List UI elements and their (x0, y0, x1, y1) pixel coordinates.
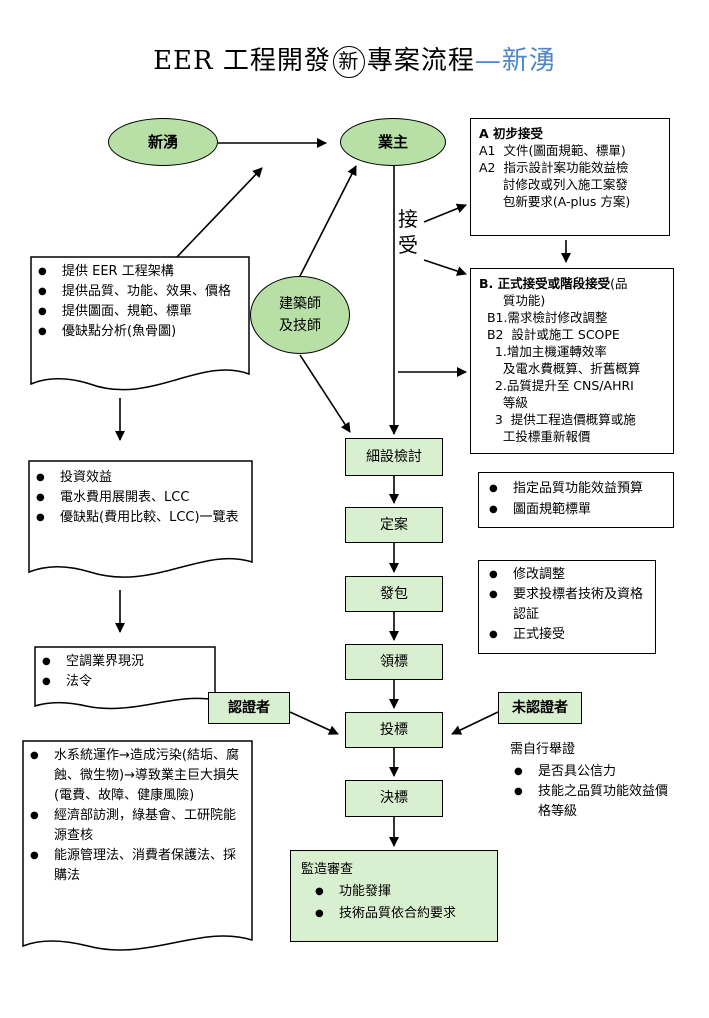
doc4-item: 能源管理法、消費者保護法、採購法 (26, 846, 248, 886)
box-budget: 指定品質功能效益預算 圖面規範標單 (478, 472, 674, 528)
box-b-line: 及電水費概算、折舊概算 (479, 361, 641, 376)
uncertified-note-heading: 需自行舉證 (510, 742, 576, 757)
doc1-item: 提供品質、功能、效果、價格 (34, 282, 246, 302)
doc2-item: 投資效益 (32, 468, 248, 488)
modify-item: 修改調整 (485, 565, 649, 585)
arrow-uncertified-bid (451, 711, 499, 735)
uncertified-note-item: 技能之品質功能效益價格等級 (510, 782, 680, 822)
supervision-item: 技術品質依合約要求 (311, 903, 487, 925)
box-a-title: A 初步接受 (479, 126, 544, 141)
box-b-line: 質功能) (479, 293, 546, 308)
node-architect: 建築師 及技師 (250, 276, 350, 354)
doc4-list: 水系統運作→造成污染(結垢、腐蝕、微生物)→導致業主巨大損失(電費、故障、健康風… (26, 746, 248, 886)
node-tender-collect: 領標 (345, 644, 443, 680)
box-a-line: 討修改或列入施工案發 (479, 177, 628, 192)
box-b-line: 工投標重新報價 (479, 429, 591, 444)
box-b-line: 2.品質提升至 CNS/AHRI (479, 378, 634, 393)
title-accent: 新湧 (501, 46, 556, 76)
box-b-line: B1.需求檢討修改調整 (479, 310, 608, 325)
budget-item: 指定品質功能效益預算 (485, 478, 667, 499)
accept-label: 接 受 (398, 207, 418, 257)
doc1-item: 優缺點分析(魚骨圖) (34, 322, 246, 342)
doc2-item: 電水費用展開表、LCC (32, 488, 248, 508)
doc1-list: 提供 EER 工程架構 提供品質、功能、效果、價格 提供圖面、規範、標單 優缺點… (34, 262, 246, 342)
box-formal-acceptance: B. 正式接受或階段接受(品 質功能) B1.需求檢討修改調整 B2 設計或施工… (470, 268, 674, 454)
box-a-line: 包新要求(A-plus 方案) (479, 194, 631, 209)
box-b-title: B. 正式接受或階段接受 (479, 276, 611, 291)
doc3-list: 空調業界現況 法令 (38, 652, 208, 692)
modify-item: 正式接受 (485, 625, 649, 645)
title-circled-char: 新 (332, 46, 365, 78)
modify-item: 要求投標者技術及資格認証 (485, 585, 649, 625)
budget-item: 圖面規範標單 (485, 499, 667, 520)
supervision-item: 功能發揮 (311, 881, 487, 903)
node-contract: 發包 (345, 576, 443, 612)
node-detailed-review: 細設檢討 (345, 438, 443, 476)
box-a-line: A2 指示設計案功能效益檢 (479, 160, 629, 175)
node-owner: 業主 (340, 118, 446, 166)
arrow-accept-b (423, 259, 467, 276)
uncertified-note-item: 是否具公信力 (510, 762, 680, 782)
uncertified-note: 需自行舉證 是否具公信力 技能之品質功能效益價格等級 (510, 740, 680, 822)
doc2-list: 投資效益 電水費用展開表、LCC 優缺點(費用比較、LCC)一覽表 (32, 468, 248, 528)
page-title: EER 工程開發新專案流程—新湧 (0, 40, 709, 78)
box-b-line: 3 提供工程造價概算或施 (479, 412, 636, 427)
box-supervision: 監造審查 功能發揮 技術品質依合約要求 (290, 850, 498, 942)
doc1-item: 提供 EER 工程架構 (34, 262, 246, 282)
arrow-certified-bid (289, 711, 339, 735)
title-prefix: EER 工程開發 (153, 46, 331, 76)
arrow-doc1-owner (175, 167, 263, 259)
title-main: 專案流程 (366, 46, 475, 76)
box-b-title-tail: (品 (610, 276, 628, 291)
node-bid: 投標 (345, 712, 443, 748)
arrow-accept-a (423, 203, 467, 223)
box-modify: 修改調整 要求投標者技術及資格認証 正式接受 (478, 560, 656, 654)
doc3-item: 空調業界現況 (38, 652, 208, 672)
box-a-line: A1 文件(圖面規範、標單) (479, 143, 626, 158)
node-finalize: 定案 (345, 507, 443, 543)
box-initial-acceptance: A 初步接受 A1 文件(圖面規範、標單) A2 指示設計案功能效益檢 討修改或… (470, 118, 670, 236)
doc1-item: 提供圖面、規範、標單 (34, 302, 246, 322)
arrow-architect-review (299, 354, 351, 433)
node-award: 決標 (345, 780, 443, 817)
doc4-item: 經濟部訪測，綠基會、工研院能源查核 (26, 806, 248, 846)
node-certified: 認證者 (208, 692, 290, 724)
node-uncertified: 未認證者 (498, 692, 582, 724)
box-b-line: 等級 (479, 395, 528, 410)
doc3-item: 法令 (38, 672, 208, 692)
doc4-item: 水系統運作→造成污染(結垢、腐蝕、微生物)→導致業主巨大損失(電費、故障、健康風… (26, 746, 248, 806)
doc2-item: 優缺點(費用比較、LCC)一覽表 (32, 508, 248, 528)
node-xinyong: 新湧 (108, 118, 218, 166)
title-dash: — (474, 46, 502, 76)
supervision-heading: 監造審查 (301, 862, 354, 877)
arrow-architect-owner (297, 165, 357, 281)
box-b-line: 1.增加主機運轉效率 (479, 344, 607, 359)
box-b-line: B2 設計或施工 SCOPE (479, 327, 620, 342)
